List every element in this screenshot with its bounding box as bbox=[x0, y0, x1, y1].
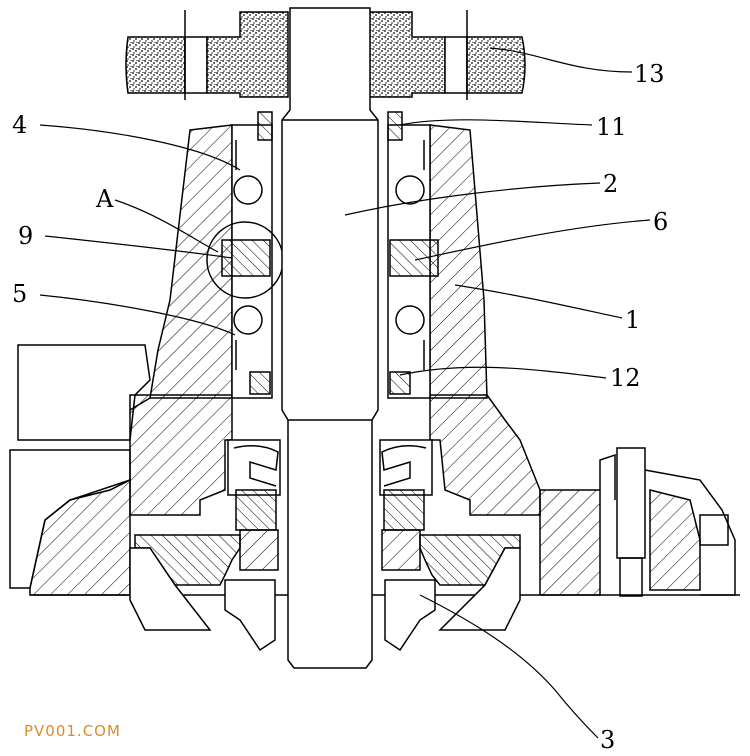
pulley-flange bbox=[125, 10, 526, 100]
impeller bbox=[129, 534, 521, 652]
label-1: 1 bbox=[625, 306, 640, 334]
label-A: A bbox=[95, 185, 114, 213]
label-13: 13 bbox=[634, 60, 665, 88]
label-3: 3 bbox=[600, 726, 615, 754]
label-6: 6 bbox=[653, 208, 668, 236]
top-collar bbox=[257, 111, 403, 141]
ball-left-lower bbox=[233, 305, 263, 335]
ball-left-upper bbox=[233, 175, 263, 205]
leader-lines bbox=[39, 47, 651, 739]
spacer-seal bbox=[206, 221, 439, 299]
leader-A bbox=[114, 199, 219, 253]
label-12: 12 bbox=[610, 364, 641, 392]
label-4: 4 bbox=[12, 111, 27, 139]
leader-11 bbox=[399, 119, 593, 126]
mechanical-seal bbox=[227, 439, 433, 571]
watermark: PV001.COM bbox=[24, 722, 121, 740]
ball-right-lower bbox=[395, 305, 425, 335]
part-labels: 13 11 4 2 A 6 9 5 1 12 3 bbox=[12, 60, 668, 754]
label-5: 5 bbox=[12, 280, 27, 308]
leader-3 bbox=[419, 594, 599, 739]
leader-12 bbox=[399, 366, 607, 379]
label-2: 2 bbox=[603, 170, 618, 198]
leader-9 bbox=[44, 235, 233, 259]
label-9: 9 bbox=[18, 222, 33, 250]
leader-5 bbox=[39, 294, 236, 336]
leader-1 bbox=[454, 284, 623, 319]
leader-13 bbox=[489, 47, 633, 73]
leader-6 bbox=[414, 219, 651, 261]
leader-4 bbox=[39, 124, 241, 171]
ball-right-upper bbox=[395, 175, 425, 205]
lower-ring bbox=[249, 371, 411, 395]
shaft bbox=[281, 7, 379, 669]
leader-2 bbox=[344, 182, 601, 216]
label-11: 11 bbox=[596, 113, 627, 141]
